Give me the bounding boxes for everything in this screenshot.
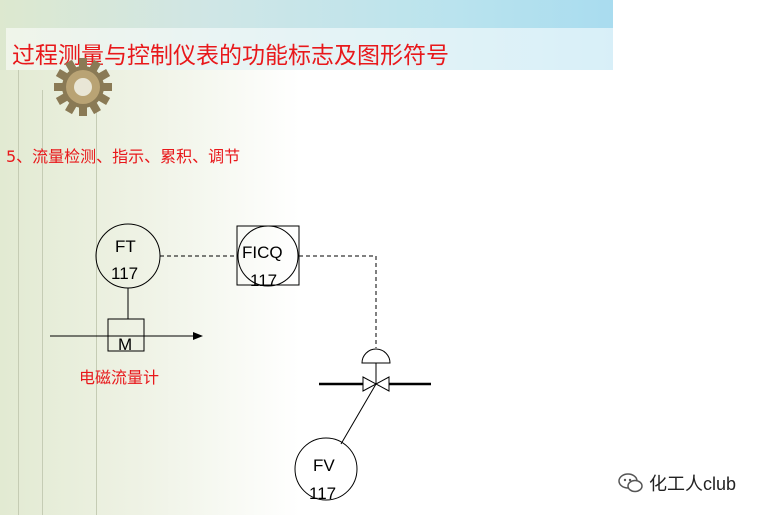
fv-to-valve-line — [340, 383, 377, 445]
meter-caption: 电磁流量计 — [79, 368, 160, 387]
ft-number: 117 — [111, 264, 139, 283]
valve-actuator — [361, 348, 391, 364]
ft-tag: FT — [115, 237, 136, 256]
background-left-gradient — [0, 0, 300, 515]
title-bar — [6, 28, 613, 70]
fv-number: 117 — [309, 484, 337, 503]
watermark: 化工人club — [618, 470, 736, 496]
fv-instrument-bubble — [294, 437, 358, 501]
meter-box — [107, 318, 145, 352]
watermark-text: 化工人club — [649, 474, 737, 494]
signal-line-to-valve — [299, 255, 377, 348]
gear-icon — [54, 58, 112, 116]
wechat-icon — [618, 473, 643, 493]
pipe-arrowhead — [193, 332, 203, 340]
meter-symbol: M — [118, 335, 133, 354]
ficq-instrument-bubble — [237, 225, 299, 287]
background-line — [18, 70, 19, 515]
background-line — [42, 90, 43, 515]
ficq-tag: FICQ — [242, 243, 283, 262]
control-valve-body — [362, 376, 390, 392]
fv-tag: FV — [313, 456, 335, 475]
ficq-number: 117 — [250, 271, 278, 290]
background-line — [96, 110, 97, 515]
section-subtitle: 5、流量检测、指示、累积、调节 — [6, 147, 241, 166]
